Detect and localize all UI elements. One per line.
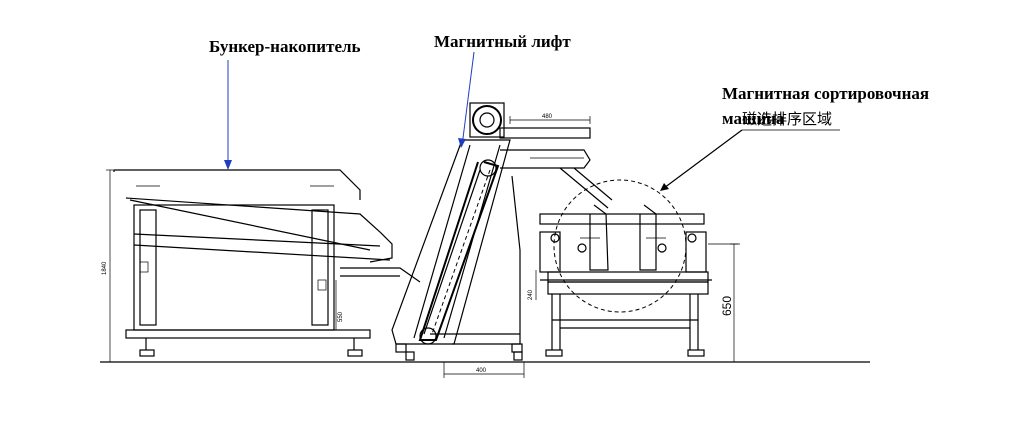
sorter-overlay-label: 磁选排序区域 [742,110,832,128]
hopper-label: Бункер-накопитель [209,37,361,56]
sorter-pointer [663,129,743,189]
hopper-pointer-arrow [224,160,232,170]
lift-top-width-dim: 480 [542,114,553,120]
sorter-height-dim: 650 [720,296,734,316]
lift-pointer-arrow [458,138,466,148]
lift-base-width-dim: 400 [476,368,487,374]
sorter-drawing [535,179,740,363]
lift-label: Магнитный лифт [434,32,571,51]
lift-pointer [461,51,475,147]
sorter-label-line1: Магнитная сортировочная [722,84,929,103]
sorter-pointer-arrow [660,183,669,191]
chute-height-dim: 550 [338,311,344,322]
hopper-drawing [106,169,421,363]
lift-drawing [391,102,613,378]
overall-height-dim: 1840 [102,261,108,275]
sorter-label-line2: машина [722,109,785,128]
sorter-post-dim: 240 [528,289,534,300]
